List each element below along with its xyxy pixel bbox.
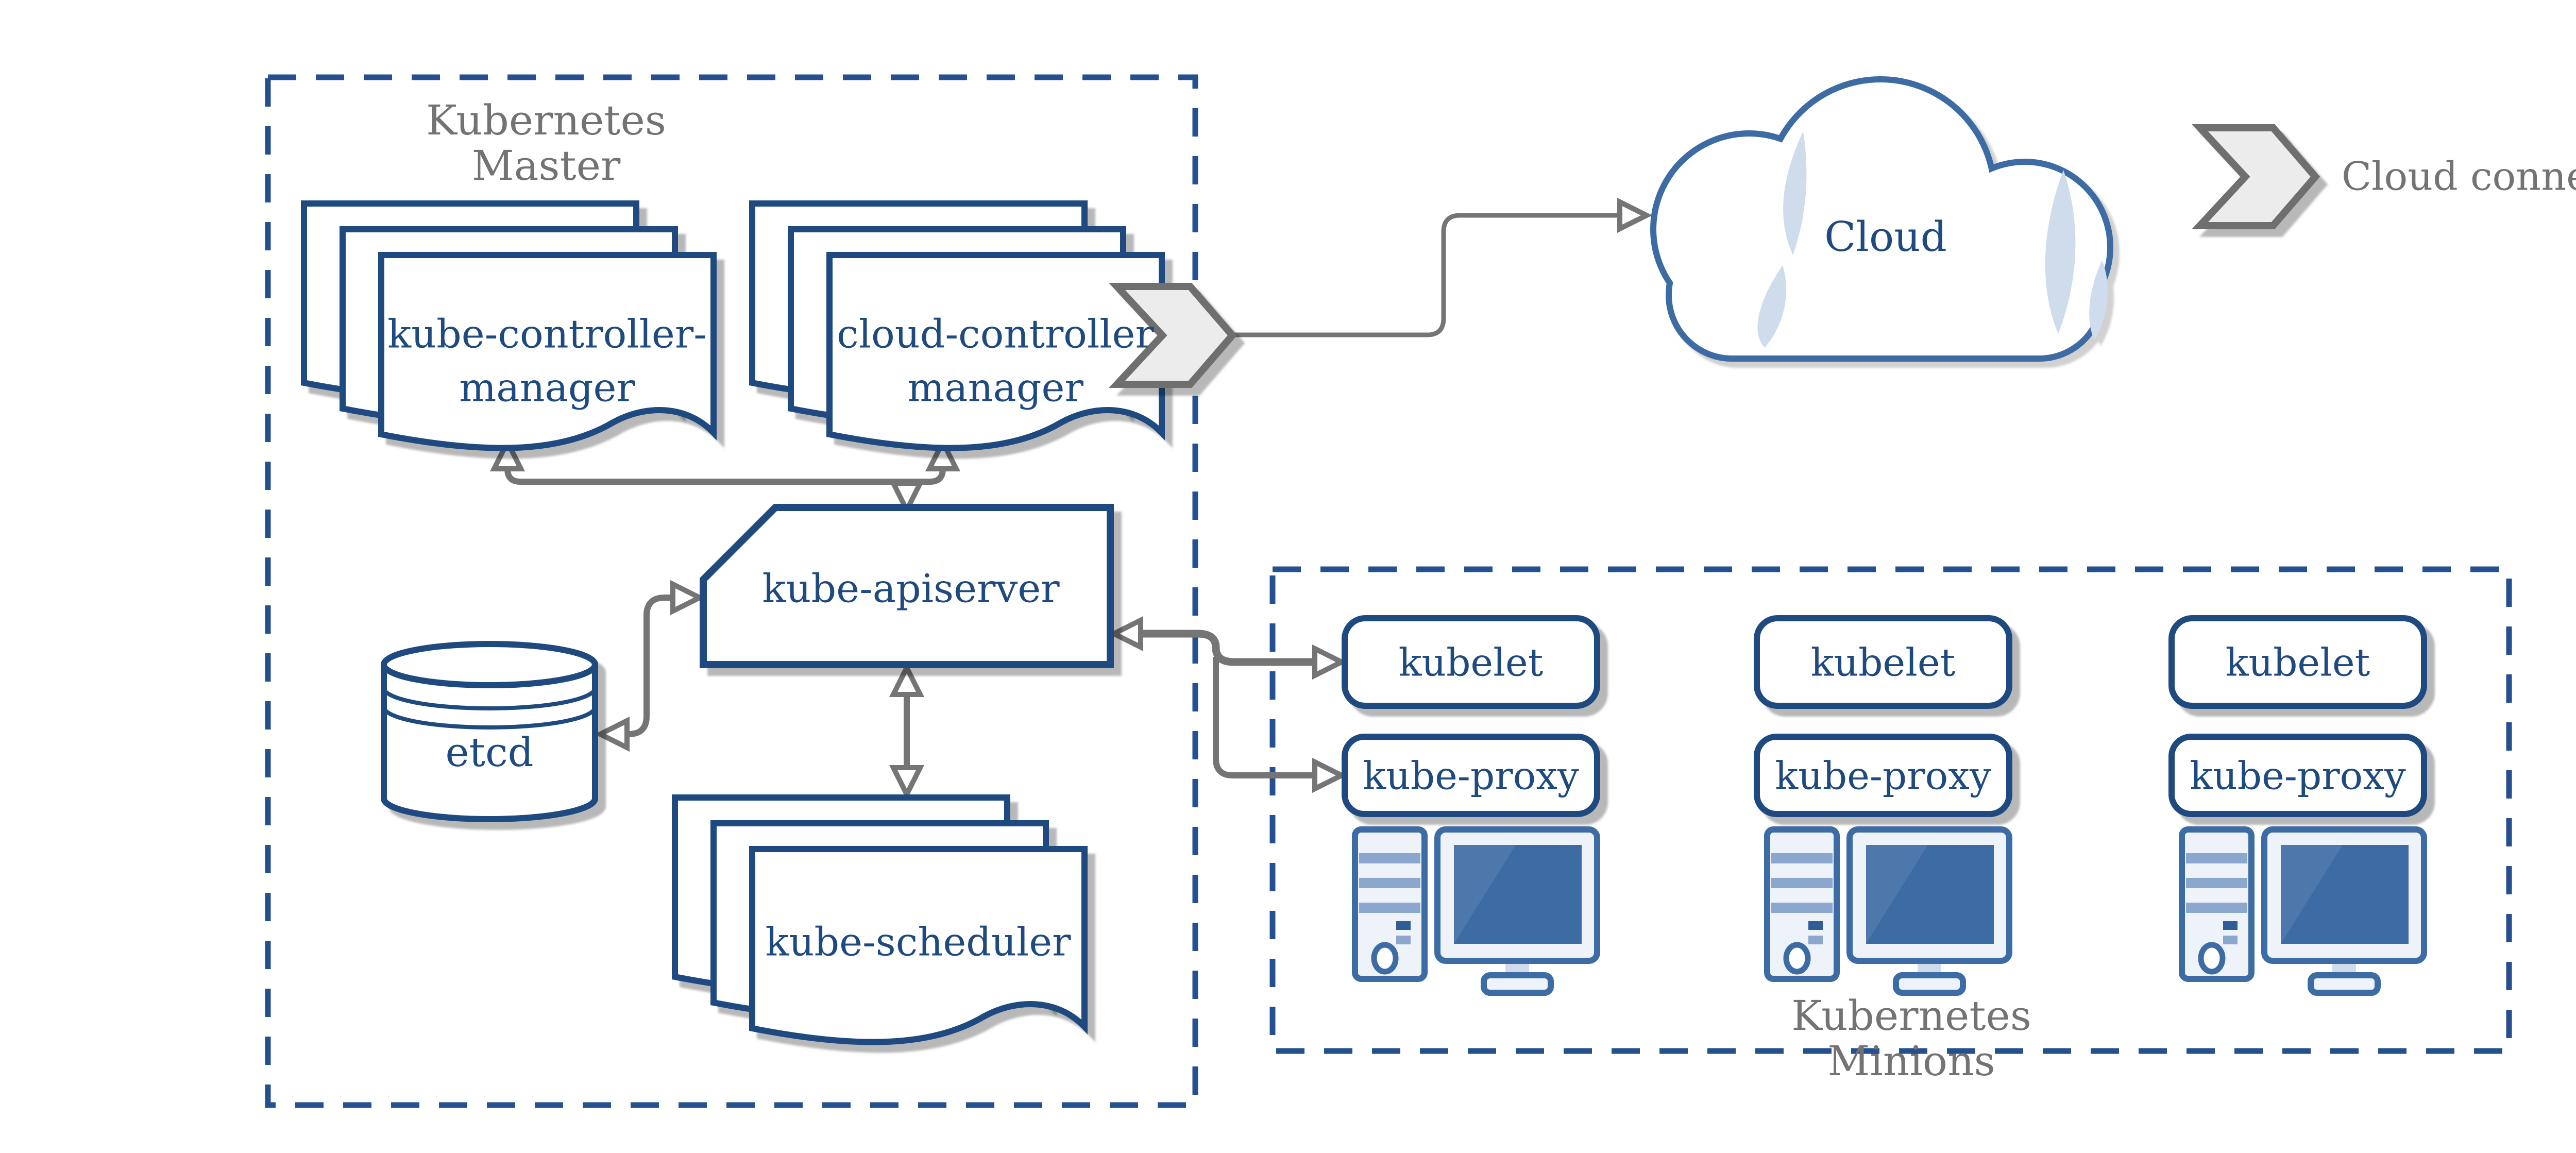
kube-scheduler-label: kube-scheduler xyxy=(765,919,1071,965)
cloud-connector-legend-icon xyxy=(2200,128,2315,226)
kube-proxy-box-3 xyxy=(2168,734,2427,817)
arrow-apiserver-to-controller-managers xyxy=(489,436,961,516)
kube-apiserver-box xyxy=(700,504,1114,668)
master-title-line2: Master xyxy=(471,142,621,190)
arrow-cloud-connector-to-cloud xyxy=(1232,197,1653,337)
arrow-apiserver-kubelet xyxy=(1108,616,1348,680)
computer-icon xyxy=(1767,829,2009,993)
arrow-apiserver-scheduler xyxy=(889,662,925,801)
computer-icon xyxy=(2182,829,2424,993)
computer-icon xyxy=(1355,829,1597,993)
cloud-highlight xyxy=(1783,131,1807,255)
arrow-apiserver-etcd xyxy=(594,580,706,752)
kube-proxy-box-1 xyxy=(1342,734,1600,817)
cloud-highlight xyxy=(2045,170,2076,334)
kube-proxy-label-3: kube-proxy xyxy=(2190,754,2406,799)
cloud-label: Cloud xyxy=(1824,213,1947,261)
master-title-line1: Kubernetes xyxy=(426,96,666,144)
kube-proxy-label-1: kube-proxy xyxy=(1363,754,1579,799)
cloud-connector-legend-label: Cloud connector xyxy=(2342,153,2576,199)
kubelet-box-2 xyxy=(1754,615,2012,709)
arrow-apiserver-kube-proxy xyxy=(1213,657,1348,793)
kubelet-label-3: kubelet xyxy=(2225,640,2370,685)
kube-apiserver-label: kube-apiserver xyxy=(762,565,1060,612)
etcd-cylinder xyxy=(381,641,598,822)
kubelet-label-1: kubelet xyxy=(1398,640,1544,685)
kube-proxy-label-2: kube-proxy xyxy=(1775,754,1991,799)
kube-controller-manager-label-line2: manager xyxy=(459,364,635,411)
cloud-highlight xyxy=(2089,260,2108,340)
cloud-controller-manager-label-line1: cloud-controller xyxy=(837,311,1154,357)
kube-controller-manager-label-line1: kube-controller- xyxy=(387,311,707,357)
kubelet-box-3 xyxy=(2168,615,2427,709)
kubelet-box-1 xyxy=(1342,615,1600,709)
kubernetes-master-boundary xyxy=(265,74,1198,1108)
cloud-highlight xyxy=(1757,265,1787,348)
minions-title-line2: Minions xyxy=(1827,1037,1995,1085)
kubelet-label-2: kubelet xyxy=(1810,640,1956,685)
kube-proxy-box-2 xyxy=(1754,734,2012,817)
cloud-controller-manager-label-line2: manager xyxy=(907,364,1083,411)
minions-title-line1: Kubernetes xyxy=(1791,992,2031,1040)
etcd-label: etcd xyxy=(445,730,534,776)
cloud-shape xyxy=(1650,76,2113,362)
